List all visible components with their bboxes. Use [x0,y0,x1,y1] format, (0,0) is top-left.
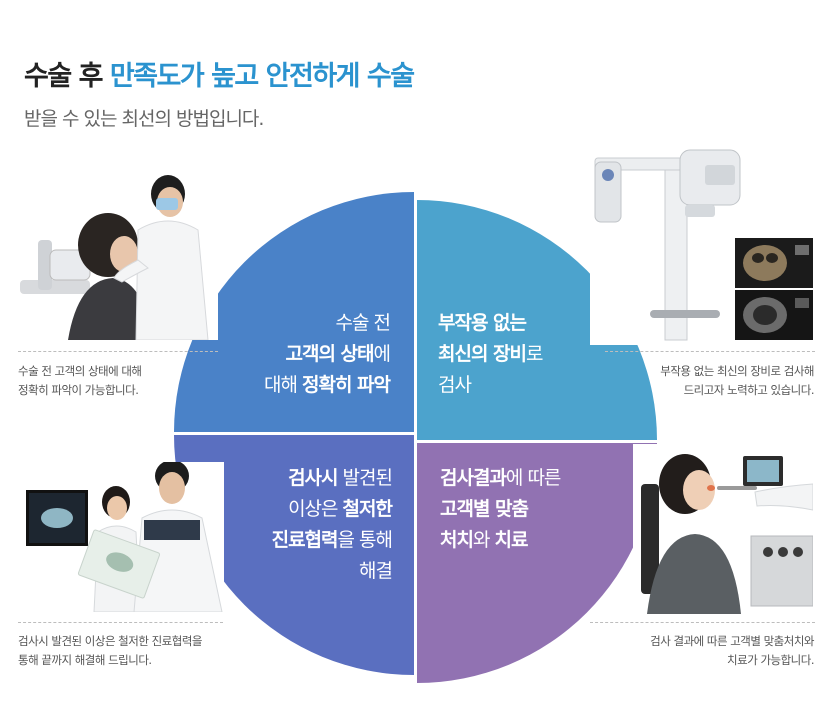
title-plain: 수술 후 [24,61,110,92]
title-accent: 만족도가 높고 안전하게 수술 [109,61,415,92]
quadrant-top-right-text: 부작용 없는 최신의 장비로 검사 [438,308,544,401]
quadrant-bottom-left [174,435,414,675]
q-tr-line3: 검사 [438,374,472,396]
q-bl-line4: 해결 [359,560,393,582]
q-tl-line3: 대해 정확히 파악 [263,374,391,396]
q-br-line2: 고객별 맞춤 [440,498,529,520]
divider [590,622,815,623]
photo-ct-equipment [590,130,815,345]
quadrant-top-right [417,200,657,440]
divider [605,351,815,352]
q-bl-line2: 이상은 철저한 [288,498,393,520]
photo-consultation [18,170,218,340]
quadrant-bottom-left-text: 검사시 발견된 이상은 철저한 진료협력을 통해 해결 [271,463,393,587]
quadrant-top-left-text: 수술 전 고객의 상태에 대해 정확히 파악 [263,308,392,401]
q-tr-line2: 최신의 장비로 [438,343,544,365]
divider [18,622,223,623]
photo-nasal-examination [633,444,813,614]
caption-top-left: 수술 전 고객의 상태에 대해 정확히 파악이 가능합니다. [18,364,142,397]
caption-bottom-left: 검사시 발견된 이상은 철저한 진료협력을 통해 끝까지 해결해 드립니다. [18,634,202,667]
q-bl-line3: 진료협력을 통해 [271,529,393,551]
q-tl-line1: 수술 전 [335,312,391,334]
q-bl-line1: 검사시 발견된 [288,467,393,489]
caption-top-right: 부작용 없는 최신의 장비로 검사해 드리고자 노력하고 있습니다. [660,364,814,397]
photo-medical-team [24,462,224,612]
q-tl-line2: 고객의 상태에 [285,343,392,365]
page-subtitle: 받을 수 있는 최선의 방법입니다. [24,108,264,130]
quadrant-top-left [174,192,414,432]
quadrant-bottom-right [417,443,657,683]
page-title: 수술 후 만족도가 높고 안전하게 수술 [24,54,415,93]
q-br-line3: 처치와 치료 [440,529,528,551]
q-tr-line1: 부작용 없는 [438,312,527,334]
q-br-line1: 검사결과에 따른 [440,467,561,489]
divider [18,351,218,352]
caption-bottom-right: 검사 결과에 따른 고객별 맞춤처치와 치료가 가능합니다. [650,634,814,667]
quadrant-bottom-right-text: 검사결과에 따른 고객별 맞춤 처치와 치료 [440,463,561,556]
